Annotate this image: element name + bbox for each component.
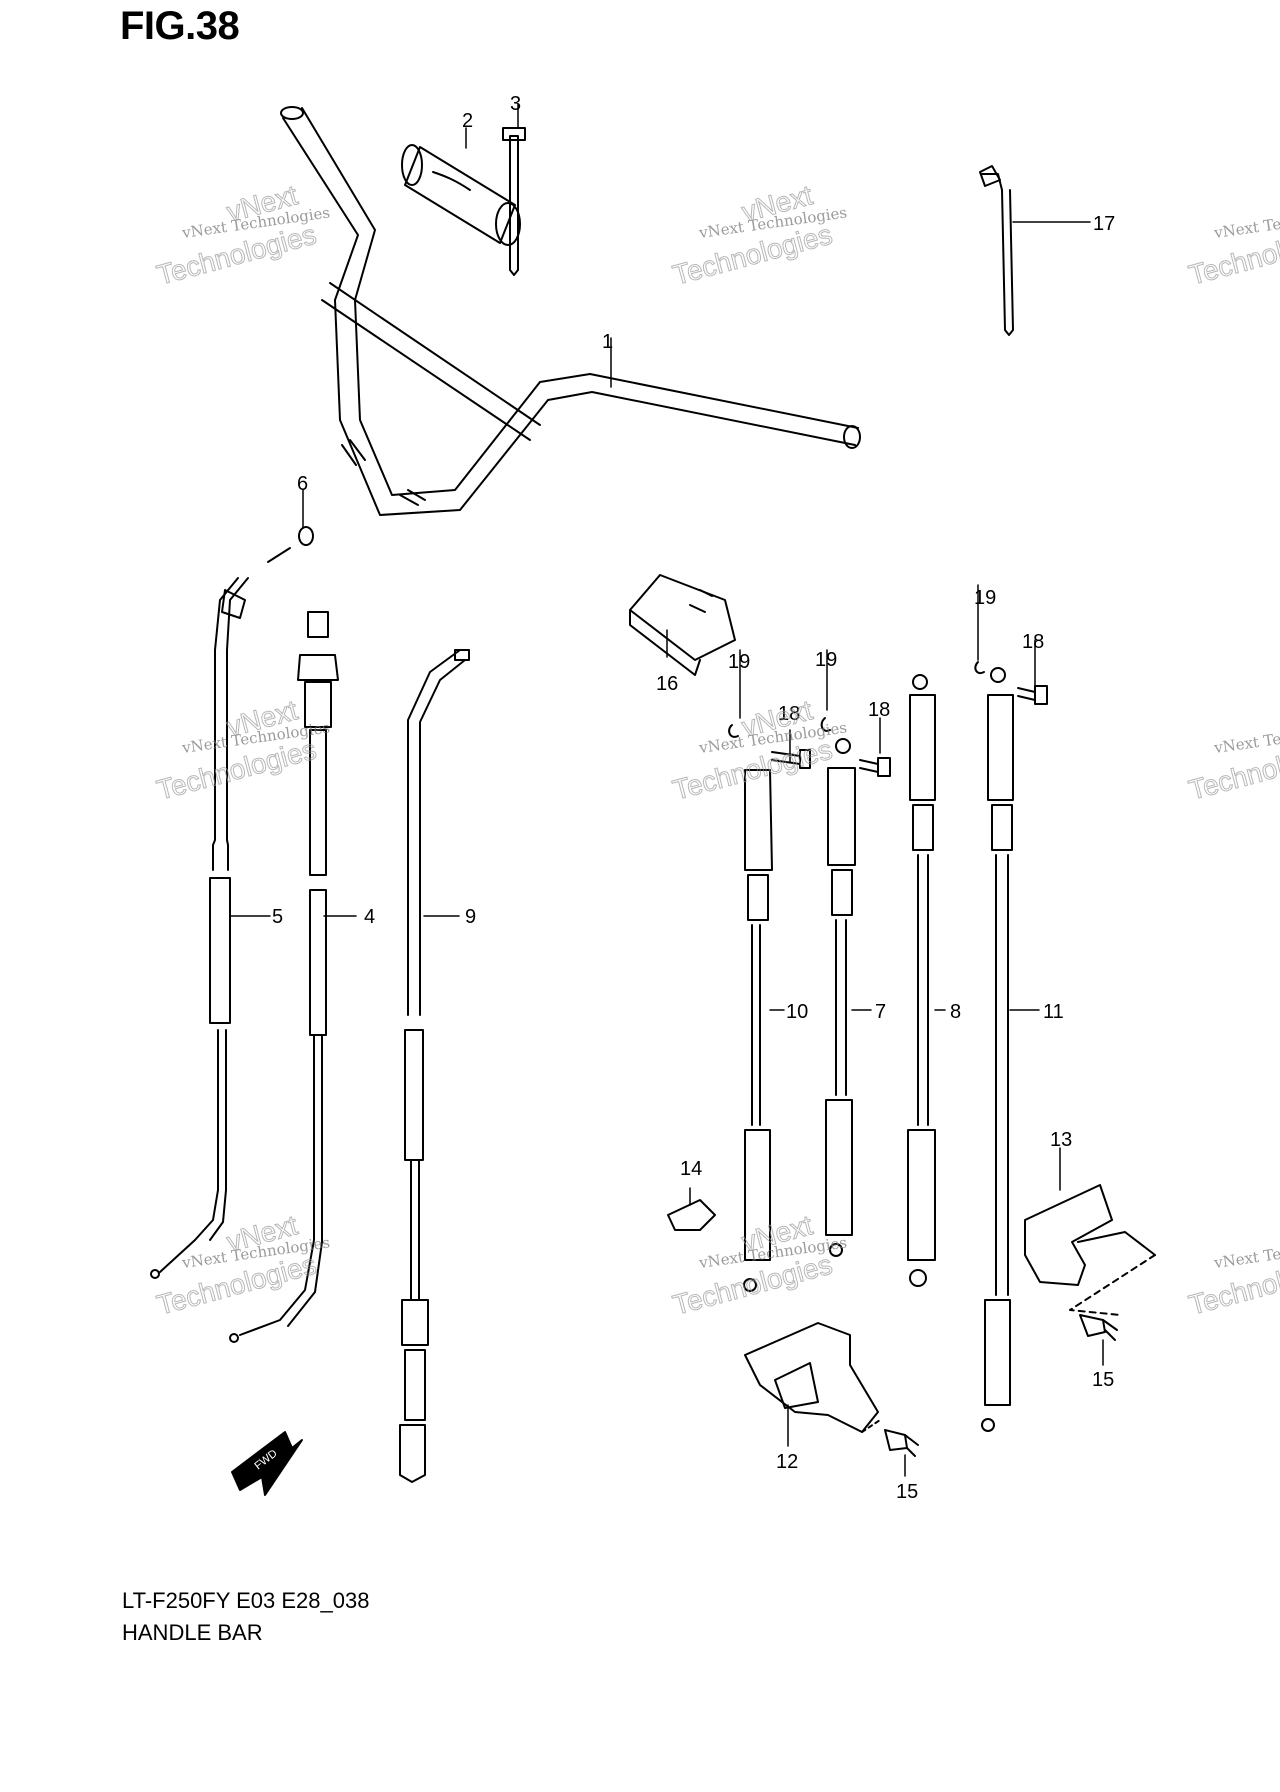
washer-part	[267, 526, 314, 563]
bracket-16-part	[629, 574, 736, 676]
callout-12: 12	[776, 1451, 798, 1473]
callout-18c: 18	[1022, 631, 1044, 653]
callout-14: 14	[680, 1158, 702, 1180]
callout-10: 10	[786, 1001, 808, 1023]
clip-19-parts	[728, 661, 985, 738]
bracket-13-part	[1024, 1184, 1156, 1316]
cable-10-part	[743, 769, 773, 1292]
callout-15a: 15	[1092, 1369, 1114, 1391]
callout-6: 6	[297, 473, 308, 495]
callout-2: 2	[462, 110, 473, 132]
callout-19c: 19	[974, 587, 996, 609]
svg-text:vNext Technologies: vNext Technologies	[1212, 203, 1280, 242]
figure-title: FIG.38	[120, 4, 240, 48]
callout-19a: 19	[728, 651, 750, 673]
callout-18a: 18	[778, 703, 800, 725]
bolt-18-parts	[771, 685, 1048, 777]
clamp-14-part	[667, 1199, 716, 1231]
model-code: LT-F250FY E03 E28_038	[122, 1588, 370, 1613]
callout-16: 16	[656, 673, 678, 695]
callout-7: 7	[875, 1001, 886, 1023]
watermark-top-left: vNext Technologies vNext Technologies	[153, 179, 331, 292]
cable-7-part	[825, 738, 856, 1257]
cable-4-part	[229, 611, 339, 1343]
bolt-15-parts	[884, 1314, 1118, 1457]
callout-18b: 18	[868, 699, 890, 721]
callout-4: 4	[364, 906, 375, 928]
watermark-bottom-center: vNext Technologies vNext Technologies	[669, 1209, 848, 1322]
callout-19b: 19	[815, 649, 837, 671]
watermark-mid-center: vNext Technologies vNext Technologies	[669, 694, 848, 807]
svg-text:vNext Technologies: vNext Technologies	[1212, 718, 1280, 757]
watermark-top-center: vNext Technologies vNext Technologies	[669, 179, 848, 292]
cable-tie-part	[979, 165, 1014, 336]
callout-15b: 15	[896, 1481, 918, 1503]
callout-13: 13	[1050, 1129, 1072, 1151]
cable-11-part	[981, 667, 1014, 1432]
cable-5-part	[150, 577, 249, 1279]
watermark-right-edge: vNext Technologies Technologies vNext Te…	[1185, 203, 1280, 1321]
callout-9: 9	[465, 906, 476, 928]
bracket-12-part	[744, 1322, 881, 1433]
callout-11: 11	[1043, 1001, 1064, 1023]
cable-9-part	[399, 649, 470, 1483]
svg-text:vNext Technologies: vNext Technologies	[1212, 1233, 1280, 1272]
callout-17: 17	[1093, 213, 1115, 235]
pad-pin-part	[502, 127, 526, 276]
callout-numbers: 1 2 3 4 5 6 7 8 9 10 11 12 13 14 15 15 1…	[272, 93, 1115, 1503]
handlebar-pad-part	[401, 144, 521, 246]
handlebar-part	[280, 106, 861, 516]
callout-5: 5	[272, 906, 283, 928]
callout-1: 1	[602, 331, 613, 353]
fwd-arrow-icon	[231, 1431, 303, 1496]
section-name: HANDLE BAR	[122, 1620, 263, 1645]
cable-8-part	[907, 674, 936, 1287]
leader-lines	[230, 103, 1104, 1477]
callout-8: 8	[950, 1001, 961, 1023]
callout-3: 3	[510, 93, 521, 115]
